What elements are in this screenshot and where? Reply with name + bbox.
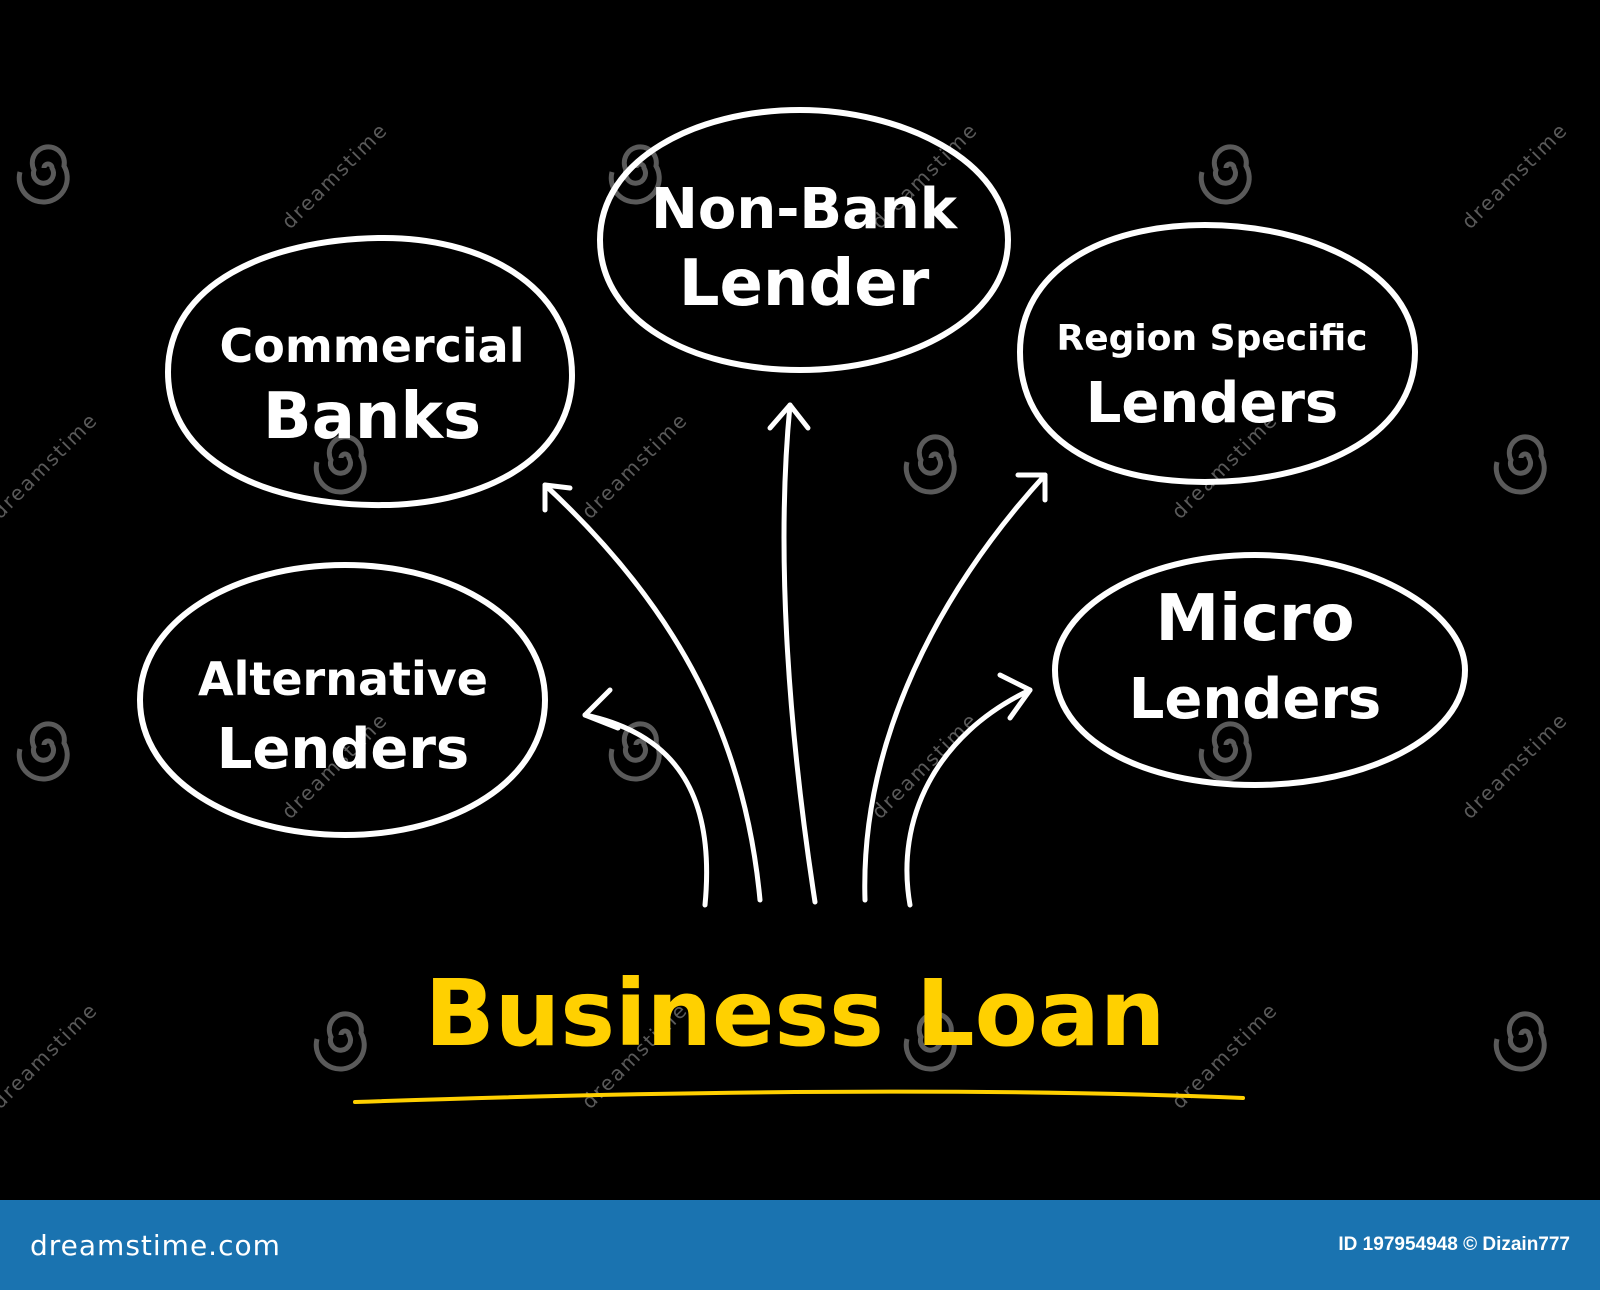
watermark-text: dreamstime <box>867 707 983 823</box>
arrowhead-commercial-banks <box>542 482 573 513</box>
spiral-icon <box>903 434 957 495</box>
spiral-icon <box>1198 721 1252 782</box>
arrowhead-region-specific-lenders <box>1015 472 1048 503</box>
spiral-icon <box>16 144 70 205</box>
mind-map-diagram: dreamstime dreamstime dreamstime dreamstime… <box>0 106 1573 1114</box>
spiral-icon <box>1198 144 1252 205</box>
watermark-text: dreamstime <box>1457 117 1573 233</box>
node-alternative-lenders-line-1: Alternative <box>198 652 488 706</box>
footer-bar: dreamstime.com ID 197954948 © Dizain777 <box>0 1200 1600 1290</box>
spiral-icon <box>608 721 662 782</box>
node-region-specific-lenders-line-1: Region Specific <box>1057 318 1368 359</box>
watermark-text: dreamstime <box>0 407 103 523</box>
connector-alternative-lenders <box>582 712 710 908</box>
spiral-icon <box>313 434 367 495</box>
spiral-icon <box>1493 434 1547 495</box>
spiral-icon <box>903 1011 957 1072</box>
node-non-bank-lender-line-2: Lender <box>679 247 930 321</box>
title-underline <box>353 1089 1245 1104</box>
node-micro-lenders-ellipse <box>1051 551 1469 789</box>
node-non-bank-lender-ellipse <box>596 106 1012 374</box>
mind-map-board: dreamstime dreamstime dreamstime dreamstime… <box>0 106 1573 1114</box>
connector-commercial-banks <box>542 482 763 903</box>
node-commercial-banks-line-2: Banks <box>263 380 481 454</box>
node-micro-lenders-line-2: Lenders <box>1129 667 1382 732</box>
connector-region-specific-lenders <box>862 472 1048 903</box>
diagram-title: Business Loan <box>425 960 1166 1067</box>
node-commercial-banks-ellipse <box>164 234 576 509</box>
node-micro-lenders-line-1: Micro <box>1155 582 1354 656</box>
node-commercial-banks-line-1: Commercial <box>220 319 525 373</box>
spiral-icon <box>608 144 662 205</box>
spiral-icon <box>1493 1011 1547 1072</box>
watermark-text: dreamstime <box>0 997 103 1113</box>
watermark-text: dreamstime <box>277 117 393 233</box>
arrowhead-non-bank-lender <box>767 402 811 431</box>
node-non-bank-lender-line-1: Non-Bank <box>651 177 959 242</box>
node-alternative-lenders-ellipse <box>136 561 549 839</box>
arrowhead-micro-lenders <box>997 672 1033 721</box>
arrowhead-alternative-lenders <box>582 687 621 731</box>
connector-micro-lenders <box>904 687 1033 908</box>
spiral-icon <box>313 1011 367 1072</box>
spiral-icon <box>16 721 70 782</box>
node-region-specific-lenders-ellipse <box>1016 221 1419 486</box>
image-id-credit: ID 197954948 © Dizain777 <box>1338 1234 1570 1255</box>
footer-brand[interactable]: dreamstime.com <box>30 1228 281 1262</box>
watermark-text: dreamstime <box>1457 707 1573 823</box>
node-region-specific-lenders-line-2: Lenders <box>1086 371 1339 436</box>
watermark-text: dreamstime <box>577 407 693 523</box>
connector-non-bank-lender <box>781 402 818 905</box>
node-alternative-lenders-line-2: Lenders <box>217 717 470 782</box>
